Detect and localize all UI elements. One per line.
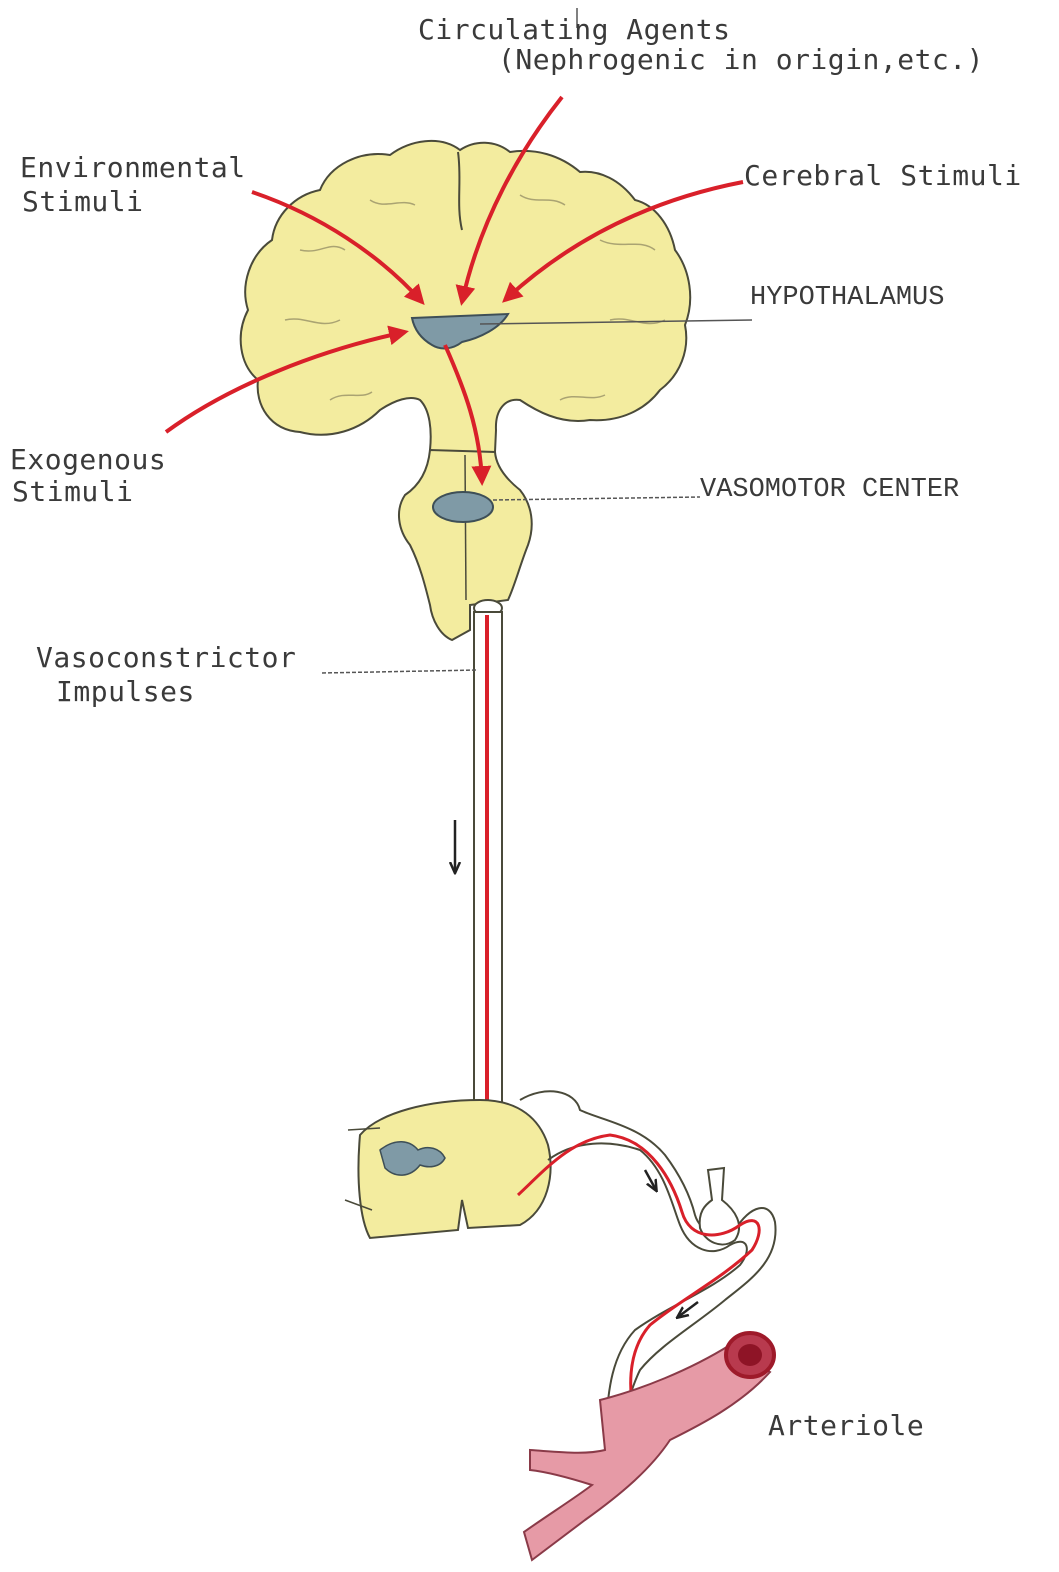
direction-arrow-nerve <box>645 1170 656 1190</box>
vasomotor-center-region <box>433 492 493 522</box>
label-hypothalamus: HYPOTHALAMUS <box>750 282 944 314</box>
brain-cerebrum <box>241 141 690 452</box>
brainstem-midline <box>465 455 466 600</box>
label-circulating-line1: Circulating Agents <box>418 14 730 46</box>
direction-arrow-postganglionic <box>678 1302 698 1317</box>
label-environmental-line2: Stimuli <box>22 186 144 218</box>
arteriole-vessel <box>524 1345 770 1560</box>
label-exogenous-line2: Stimuli <box>12 476 134 508</box>
leader-vasoconstrictor <box>322 670 478 673</box>
label-circulating-line2: (Nephrogenic in origin,etc.) <box>498 44 984 76</box>
label-environmental-line1: Environmental <box>20 152 246 184</box>
label-exogenous-line1: Exogenous <box>10 444 166 476</box>
label-vasomotor-center: VASOMOTOR CENTER <box>700 474 959 506</box>
label-vasoconstrictor-line2: Impulses <box>56 676 195 708</box>
label-vasoconstrictor-line1: Vasoconstrictor <box>36 642 296 674</box>
arteriole-lumen-inner <box>738 1344 762 1366</box>
label-cerebral-stimuli: Cerebral Stimuli <box>744 160 1022 192</box>
label-arteriole: Arteriole <box>768 1410 924 1442</box>
